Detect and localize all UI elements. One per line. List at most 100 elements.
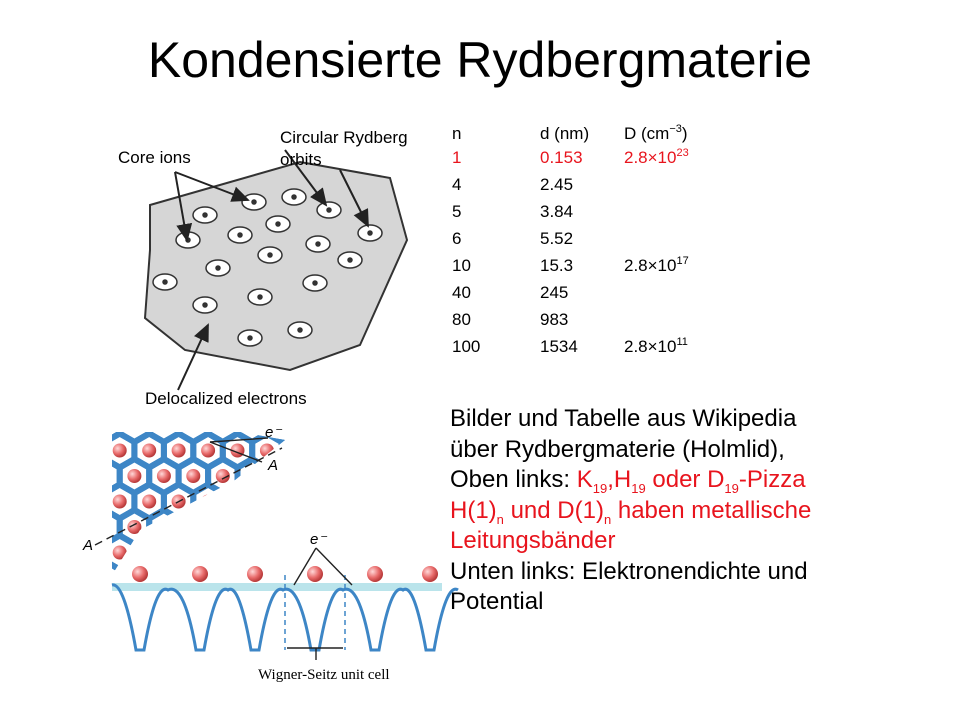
hexagon-cell xyxy=(190,532,226,573)
ion-ball xyxy=(98,418,112,432)
hexagon-cell xyxy=(249,532,285,573)
ion-ball xyxy=(142,545,157,560)
slide-title: Kondensierte Rydbergmaterie xyxy=(147,32,813,88)
header-D: D (cm−3) xyxy=(624,123,688,144)
label-circular-orbits-line2: orbits xyxy=(280,150,322,169)
label-electron-bottom: e⁻ xyxy=(310,531,327,548)
ion-ball xyxy=(259,494,274,509)
label-circular-orbits-line1: Circular Rydberg xyxy=(280,128,408,147)
hexagon-cell xyxy=(311,383,341,417)
ion-ball xyxy=(83,597,97,611)
label-A-right: A xyxy=(267,457,278,474)
ion-ball xyxy=(259,545,274,560)
hexagon-cell xyxy=(370,485,399,519)
ion-ball xyxy=(422,566,438,582)
ion-ball xyxy=(216,418,230,432)
hexagon-cell xyxy=(296,459,325,493)
ion-ball xyxy=(274,520,285,534)
lattice-guides xyxy=(94,437,283,546)
electron-density-band xyxy=(112,583,442,591)
ion-ball xyxy=(215,469,230,483)
unit-cell-markers xyxy=(284,575,346,650)
hexagon-cell xyxy=(278,432,285,471)
ion-ball xyxy=(363,520,377,534)
ion-ball xyxy=(186,520,201,534)
ion-ball xyxy=(247,566,263,582)
ion-ball xyxy=(201,545,216,560)
label-wigner-seitz: Wigner-Seitz unit cell xyxy=(258,667,390,683)
description-text: Bilder und Tabelle aus Wikipedia über Ry… xyxy=(450,404,950,618)
potential-curve xyxy=(111,566,459,652)
ion-ball xyxy=(186,469,201,483)
ion-ball xyxy=(83,393,97,407)
desc-line-7: Potential xyxy=(450,588,544,615)
ion-ball xyxy=(142,494,157,509)
ion-ball xyxy=(142,443,157,458)
ion-ball xyxy=(127,520,142,534)
hexagon-cell xyxy=(175,506,212,548)
ion-ball xyxy=(245,469,260,483)
label-electron-top: e⁻ xyxy=(265,424,282,441)
ion-ball xyxy=(304,418,318,432)
ion-ball xyxy=(348,546,362,560)
hexagon-cell xyxy=(223,587,252,621)
ion-ball xyxy=(289,546,303,560)
ion-ball xyxy=(319,495,333,509)
hexagon-cell xyxy=(76,434,105,468)
hexagon-cell xyxy=(296,408,325,442)
ion-ball xyxy=(348,495,362,509)
potential-wells xyxy=(111,583,459,652)
ion-ball xyxy=(378,495,392,509)
hexagon-cell xyxy=(223,383,252,417)
hexagon-cell xyxy=(370,536,399,570)
hexagon-cell xyxy=(164,383,193,417)
ion-ball xyxy=(69,571,83,585)
hexagon-cell xyxy=(252,383,282,417)
ion-ball xyxy=(127,469,142,483)
ion-ball xyxy=(132,566,148,582)
label-core-ions: Core ions xyxy=(118,148,191,167)
ion-ball xyxy=(69,520,83,534)
header-d: d (nm) xyxy=(540,124,590,143)
ion-ball xyxy=(156,469,171,483)
desc-line-1: Bilder und Tabelle aus Wikipedia xyxy=(450,405,797,432)
hexagon-cell xyxy=(193,587,223,621)
ion-ball xyxy=(334,520,348,534)
ion-ball xyxy=(112,545,127,560)
hexagon-cell xyxy=(282,587,311,621)
ion-ball xyxy=(378,546,392,560)
ion-ball xyxy=(319,444,333,458)
ion-ball xyxy=(215,520,230,534)
ion-ball xyxy=(367,566,383,582)
ion-ball xyxy=(192,566,208,582)
ion-ball xyxy=(69,469,83,483)
hexagon-cell xyxy=(193,383,223,417)
ion-ball xyxy=(378,444,392,458)
ion-ball xyxy=(245,520,260,534)
hexagon-cell xyxy=(234,506,270,548)
ion-ball xyxy=(171,545,186,560)
ion-ball xyxy=(334,469,348,483)
ion-ball xyxy=(201,443,216,458)
ion-ball xyxy=(245,418,259,432)
desc-line-4: H(1)n und D(1)n haben metallische xyxy=(450,496,812,527)
ion-ball xyxy=(363,469,377,483)
label-delocalized-electrons: Delocalized electrons xyxy=(145,389,307,408)
hexagon-cell xyxy=(76,587,105,621)
hexagon-cell xyxy=(205,506,241,548)
unit-cell-span xyxy=(287,547,353,660)
hexagon-cell xyxy=(61,561,91,595)
ion-ball xyxy=(112,443,127,458)
ion-ball xyxy=(201,494,216,509)
hexagon-cell xyxy=(341,434,370,468)
ion-ball xyxy=(378,393,392,407)
hexagon-cell xyxy=(341,485,370,519)
ion-ball xyxy=(98,469,112,483)
hexagon-cell xyxy=(249,481,285,522)
ion-ball xyxy=(307,566,323,582)
desc-line-3: Oben links: K19,H19 oder D19-Pizza xyxy=(450,466,806,496)
hexagon-cell xyxy=(311,434,341,468)
ion-ball xyxy=(83,444,97,458)
annotation-arrows xyxy=(174,149,369,391)
